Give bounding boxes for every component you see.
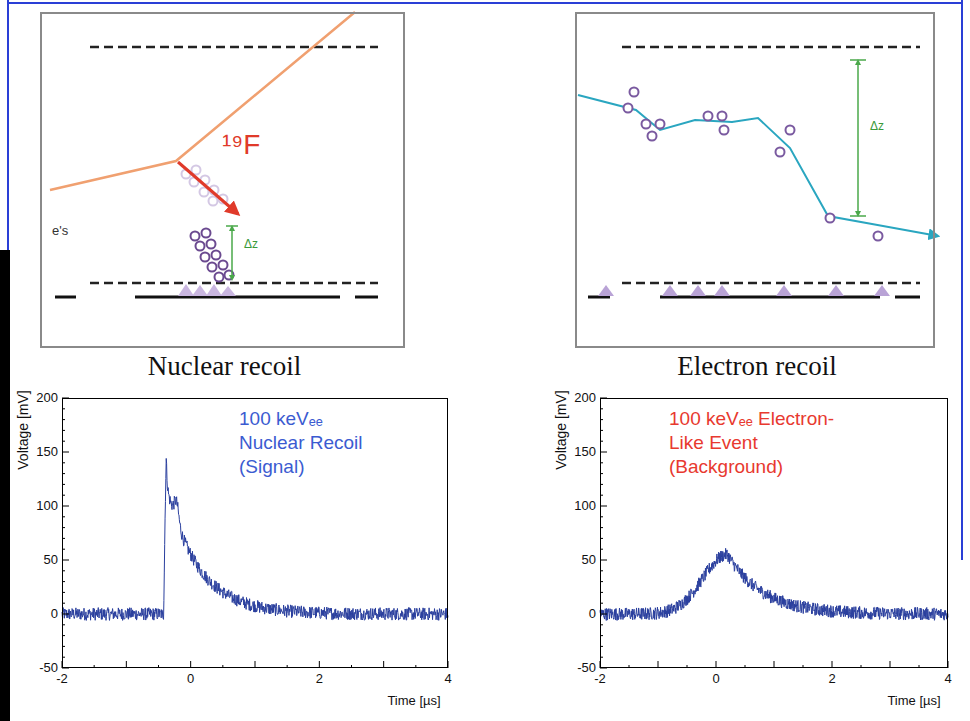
drifted-electrons [191, 229, 234, 282]
tick-label: 0 [712, 672, 719, 686]
axis-title: Time [µs] [387, 694, 440, 708]
tick-label: 150 [574, 445, 596, 459]
tick-label: 200 [574, 391, 596, 405]
waveform-plot: 100 keVₑₑ Electron-Like Event (Backgroun… [600, 398, 948, 668]
ionization-electrons [624, 88, 883, 241]
nucleus-label: ¹⁹F [222, 130, 260, 161]
plot-annotation: 100 keVₑₑ Nuclear Recoil (Signal) [239, 407, 389, 478]
plot-annotation: 100 keVₑₑ Electron-Like Event (Backgroun… [669, 407, 854, 478]
electron-track [578, 95, 938, 236]
tick-label: -2 [56, 672, 68, 686]
tick-label: 0 [187, 672, 194, 686]
electrons-label: e's [52, 224, 68, 238]
tick-label: 4 [944, 672, 951, 686]
tick-label: 100 [574, 499, 596, 513]
axis-title: Voltage [mV] [554, 390, 569, 469]
drift-distance-label: Δz [870, 120, 884, 133]
tick-label: 4 [444, 672, 451, 686]
panel-caption: Nuclear recoil [2, 352, 447, 382]
drift-distance-label: Δz [244, 238, 258, 251]
tick-label: -2 [594, 672, 606, 686]
tick-label: 100 [36, 499, 58, 513]
tick-label: -50 [577, 661, 596, 675]
axis-title: Voltage [mV] [16, 390, 31, 469]
waveform [600, 548, 948, 620]
slide-frame [8, 0, 962, 560]
tick-label: 50 [582, 553, 596, 567]
neutron-track [50, 12, 355, 190]
axis-ticks [62, 398, 448, 668]
dz-bracket [226, 226, 238, 278]
tick-label: 0 [51, 607, 58, 621]
tick-label: 2 [828, 672, 835, 686]
tick-label: 200 [36, 391, 58, 405]
avalanche-triangles [178, 284, 236, 296]
tick-label: 150 [36, 445, 58, 459]
detector-panel: ΔzElectron recoil [575, 12, 935, 348]
nuclear-recoil-illustration [50, 12, 378, 297]
black-bar [0, 250, 10, 721]
dz-bracket [850, 60, 866, 216]
tick-label: 50 [44, 553, 58, 567]
tick-label: 2 [316, 672, 323, 686]
detector-panel: ¹⁹Fe'sΔzNuclear recoil [40, 12, 405, 348]
waveform-plots [62, 398, 948, 668]
tick-label: -50 [39, 661, 58, 675]
panel-caption: Electron recoil [537, 352, 970, 382]
waveform [62, 458, 448, 620]
waveform-plot: 100 keVₑₑ Nuclear Recoil (Signal) [62, 398, 448, 668]
recoil-arrow [178, 162, 238, 214]
tick-label: 0 [589, 607, 596, 621]
electron-recoil-illustration [578, 47, 938, 297]
avalanche-triangles [598, 285, 890, 296]
axis-title: Time [µs] [887, 694, 940, 708]
axis-ticks [600, 398, 948, 668]
